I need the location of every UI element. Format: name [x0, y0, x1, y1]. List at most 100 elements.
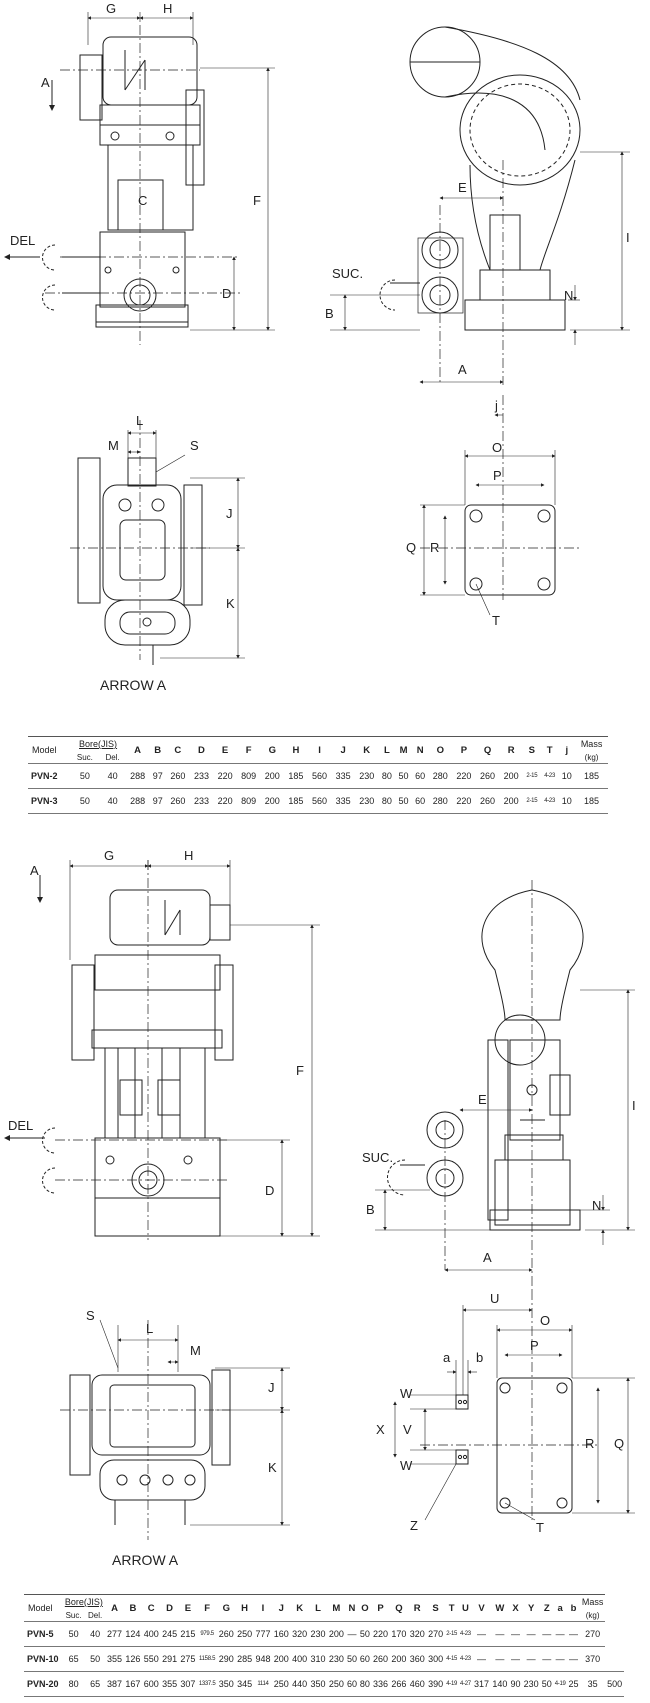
- value-cell: —: [345, 1621, 359, 1647]
- model-cell: PVN-2: [28, 763, 71, 789]
- value-cell: 300: [426, 1646, 445, 1672]
- column-header: Z: [540, 1594, 554, 1622]
- top-base-label-q: Q: [406, 540, 416, 555]
- value-cell: 50: [358, 1621, 372, 1647]
- value-cell: —: [567, 1646, 580, 1672]
- value-cell: 60: [411, 788, 429, 814]
- value-cell: 260: [475, 788, 500, 814]
- mass-unit: (kg): [585, 1610, 600, 1620]
- value-cell: 320: [408, 1621, 427, 1647]
- top-label-e: E: [458, 180, 467, 195]
- top-label-c: C: [138, 193, 147, 208]
- value-cell: 215: [178, 1621, 198, 1647]
- column-header: V: [472, 1594, 491, 1622]
- bottom-base-label-q: Q: [614, 1436, 624, 1451]
- value-cell: 560: [307, 788, 332, 814]
- mass-header: Mass: [579, 1594, 606, 1609]
- value-cell: 275: [178, 1646, 198, 1672]
- value-cell: 400: [290, 1646, 309, 1672]
- top-view-label-j: J: [226, 506, 233, 521]
- bottom-label-f: F: [296, 1063, 304, 1078]
- bottom-view-label-l: L: [146, 1321, 153, 1336]
- bottom-view-label-s: S: [86, 1308, 95, 1323]
- value-cell: 220: [452, 763, 476, 789]
- value-cell: —: [540, 1646, 554, 1672]
- del-cell: 50: [84, 1646, 106, 1672]
- column-header: J: [272, 1594, 291, 1622]
- value-cell: 336: [371, 1671, 390, 1697]
- table-subheader-row: Suc.Del.(kg): [28, 751, 608, 764]
- column-header: G: [217, 1594, 236, 1622]
- bottom-base-label-b: b: [476, 1350, 483, 1365]
- model-cell: PVN-5: [24, 1621, 63, 1647]
- value-cell: 230: [308, 1621, 328, 1647]
- column-header: Q: [475, 736, 500, 764]
- value-cell: 4-15: [444, 1646, 459, 1672]
- value-cell: 460: [408, 1671, 427, 1697]
- top-base-label-j: j: [494, 398, 498, 413]
- value-cell: 230: [521, 1671, 541, 1697]
- value-cell: 167: [123, 1671, 143, 1697]
- bottom-label-a-arrow: A: [30, 863, 39, 878]
- value-cell: 170: [389, 1621, 409, 1647]
- column-header: L: [308, 1594, 328, 1622]
- top-base-plate: [420, 395, 580, 616]
- column-header: U: [458, 1594, 473, 1622]
- bottom-view-label-m: M: [190, 1343, 201, 1358]
- value-cell: 285: [235, 1646, 254, 1672]
- value-cell: 260: [166, 788, 190, 814]
- value-cell: 60: [345, 1671, 359, 1697]
- value-cell: 440: [290, 1671, 309, 1697]
- value-cell: 320: [290, 1621, 309, 1647]
- bottom-base-label-t: T: [536, 1520, 544, 1535]
- value-cell: 4-23: [458, 1646, 473, 1672]
- value-cell: 2-15: [444, 1621, 459, 1647]
- suc-header: Suc.: [65, 1610, 82, 1620]
- value-cell: 4-19: [553, 1671, 568, 1697]
- mass-cell: 370: [579, 1646, 606, 1672]
- bottom-label-a: A: [483, 1250, 492, 1265]
- value-cell: 124: [123, 1621, 143, 1647]
- value-cell: 200: [272, 1646, 291, 1672]
- value-cell: 355: [105, 1646, 124, 1672]
- value-cell: 310: [308, 1646, 328, 1672]
- bottom-base-plate: [393, 1290, 635, 1521]
- mass-cell: 185: [575, 763, 608, 789]
- top-label-a-arrow: A: [41, 75, 50, 90]
- value-cell: 390: [426, 1671, 445, 1697]
- mass-unit: (kg): [584, 752, 599, 762]
- top-view-label-k: K: [226, 596, 235, 611]
- top-label-f: F: [253, 193, 261, 208]
- column-header: K: [354, 736, 379, 764]
- column-header: E: [178, 1594, 198, 1622]
- column-header: b: [567, 1594, 580, 1622]
- bottom-base-label-p: P: [530, 1338, 539, 1353]
- value-cell: 777: [253, 1621, 273, 1647]
- value-cell: 220: [452, 788, 476, 814]
- value-cell: 550: [142, 1646, 161, 1672]
- value-cell: 4-23: [458, 1621, 473, 1647]
- value-cell: 50: [345, 1646, 359, 1672]
- column-header: I: [307, 736, 332, 764]
- value-cell: 387: [105, 1671, 124, 1697]
- value-cell: 220: [213, 763, 237, 789]
- column-header: D: [160, 1594, 179, 1622]
- column-header: N: [411, 736, 429, 764]
- value-cell: 307: [178, 1671, 198, 1697]
- column-header: P: [452, 736, 476, 764]
- value-cell: 80: [358, 1671, 372, 1697]
- bottom-label-n: N: [592, 1198, 601, 1213]
- value-cell: 185: [284, 788, 308, 814]
- mass-header: Mass: [575, 736, 608, 751]
- value-cell: 288: [125, 788, 150, 814]
- value-cell: 260: [217, 1621, 236, 1647]
- column-header: N: [345, 1594, 359, 1622]
- value-cell: 979.5: [197, 1621, 218, 1647]
- suc-cell: 65: [62, 1646, 85, 1672]
- value-cell: 350: [217, 1671, 236, 1697]
- bottom-base-label-w1: W: [400, 1386, 413, 1401]
- top-label-suc: SUC.: [332, 266, 363, 281]
- del-cell: 40: [84, 1621, 106, 1647]
